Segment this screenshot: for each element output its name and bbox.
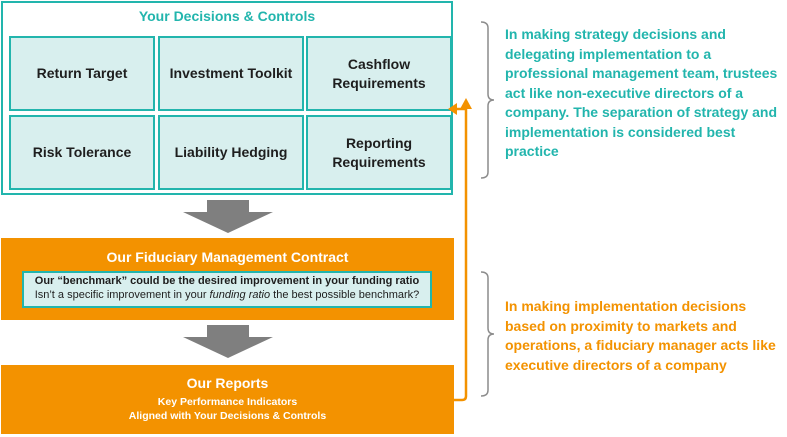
down-arrow-icon	[183, 200, 273, 233]
tile-cashflow-requirements: Cashflow Requirements	[306, 36, 452, 111]
tile-return-target: Return Target	[9, 36, 155, 111]
tile-label: Cashflow Requirements	[332, 55, 426, 91]
contract-panel: Our Fiduciary Management Contract Our “b…	[1, 238, 454, 320]
bracket-icon	[480, 21, 495, 179]
tile-investment-toolkit: Investment Toolkit	[158, 36, 304, 111]
tile-reporting-requirements: Reporting Requirements	[306, 115, 452, 190]
funding-ratio-emphasis: funding ratio	[209, 289, 271, 301]
benchmark-question: Isn’t a specific improvement in your fun…	[24, 289, 430, 301]
reports-panel: Our Reports Key Performance Indicators A…	[1, 365, 454, 434]
tile-label: Reporting Requirements	[332, 134, 426, 170]
benchmark-box: Our “benchmark” could be the desired imp…	[22, 271, 432, 308]
fiduciary-manager-explanation: In making implementation decisions based…	[505, 298, 776, 373]
tile-label: Liability Hedging	[174, 144, 288, 160]
tile-risk-tolerance: Risk Tolerance	[9, 115, 155, 190]
tile-label: Risk Tolerance	[32, 144, 132, 160]
trustees-explanation: In making strategy decisions and delegat…	[505, 26, 778, 159]
contract-title: Our Fiduciary Management Contract	[106, 249, 349, 265]
reports-title: Our Reports	[186, 375, 269, 391]
bracket-icon	[480, 271, 495, 397]
feedback-arrow-icon	[448, 98, 472, 402]
tile-label: Investment Toolkit	[169, 65, 293, 81]
tile-label: Return Target	[36, 65, 128, 81]
reports-aligned-line: Aligned with Your Decisions & Controls	[128, 410, 327, 422]
decisions-title: Your Decisions & Controls	[138, 8, 316, 24]
benchmark-statement: Our “benchmark” could be the desired imp…	[34, 275, 420, 287]
down-arrow-icon	[183, 325, 273, 358]
benchmark-question-end: the best possible benchmark?	[270, 289, 420, 301]
decisions-panel: Your Decisions & Controls Return Target …	[1, 1, 453, 195]
benchmark-question-start: Isn’t a specific improvement in your	[34, 289, 210, 301]
tile-liability-hedging: Liability Hedging	[158, 115, 304, 190]
reports-kpi-line: Key Performance Indicators	[157, 396, 298, 408]
